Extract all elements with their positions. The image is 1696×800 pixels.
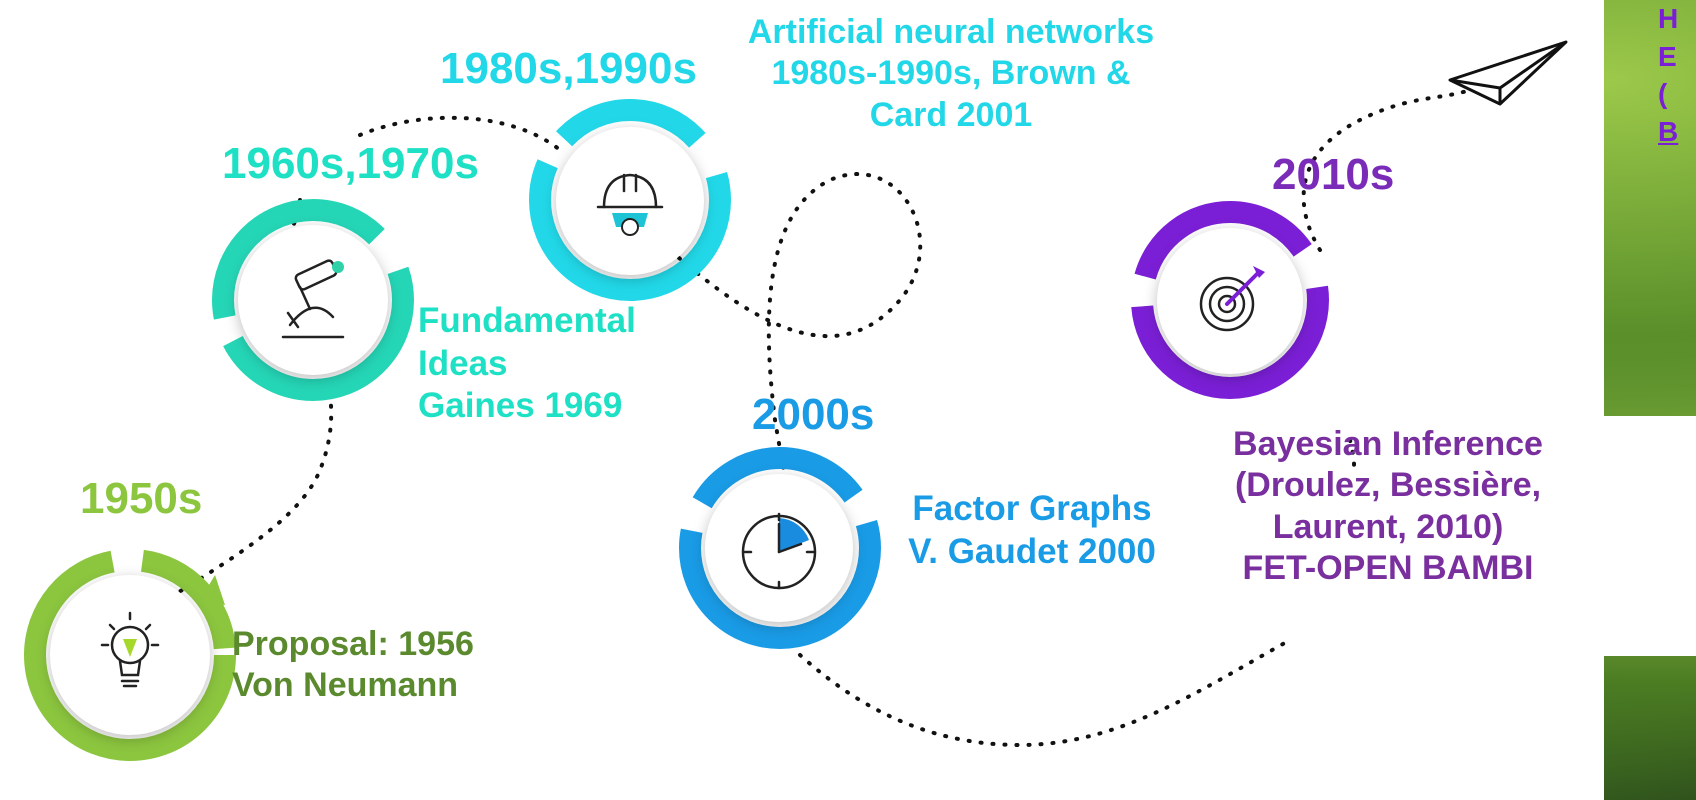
event-1960-line1: Fundamental: [418, 301, 636, 340]
event-1980-line1: Artificial neural networks: [747, 13, 1155, 51]
decade-1980s-1990s: 1980s,1990s: [440, 44, 697, 93]
decade-2000s: 2000s: [752, 390, 875, 439]
node-1950: [24, 549, 236, 761]
event-2000-text: Factor Graphs V. Gaudet 2000: [890, 488, 1174, 573]
node-1950-disc: [50, 575, 210, 735]
event-2010-line4: FET-OPEN BAMBI: [1242, 549, 1534, 588]
event-1960-line3: Gaines 1969: [418, 386, 623, 426]
hardhat-gear-icon: [596, 173, 664, 236]
event-1960-text: Fundamental Ideas Gaines 1969: [418, 300, 636, 428]
event-1950-text: Proposal: 1956 Von Neumann: [232, 624, 474, 707]
event-2010-line2: (Droulez, Bessière,: [1234, 466, 1542, 505]
partial-text-right: H E ( B: [1658, 0, 1678, 150]
event-2010-line1: Bayesian Inference: [1233, 425, 1543, 463]
microscope-icon: [281, 259, 345, 339]
node-1960-disc: [238, 225, 388, 375]
event-2010-line3: Laurent, 2010): [1272, 507, 1504, 546]
right-card: [1604, 416, 1696, 656]
event-1960-line2: Ideas: [418, 343, 508, 383]
node-1980-disc: [556, 127, 704, 275]
node-2010-disc: [1157, 228, 1303, 374]
partial-line-2: E: [1658, 40, 1677, 72]
target-arrow-icon: [1199, 266, 1265, 332]
partial-line-3: (: [1658, 78, 1668, 110]
event-1980-line2: 1980s-1990s, Brown &: [771, 54, 1131, 93]
partial-line-4: B: [1658, 115, 1679, 147]
decade-2010s: 2010s: [1272, 150, 1395, 199]
decade-1960s-1970s: 1960s,1970s: [222, 139, 479, 188]
node-2010: [1131, 201, 1329, 399]
event-2010-text: Bayesian Inference (Droulez, Bessière, L…: [1218, 424, 1558, 590]
node-2000-disc: [705, 474, 853, 622]
event-2000-line1: Factor Graphs: [912, 489, 1152, 528]
partial-line-1: H: [1658, 3, 1679, 34]
decade-1950s: 1950s: [80, 474, 203, 523]
clock-icon: [741, 512, 817, 590]
timeline-panel: [0, 0, 1604, 800]
event-1980-text: Artificial neural networks 1980s-1990s, …: [718, 12, 1184, 136]
event-1980-line3: Card 2001: [869, 95, 1033, 134]
event-2000-line2: V. Gaudet 2000: [908, 531, 1156, 571]
paper-plane-icon: [1448, 40, 1568, 106]
event-1950-line2: Von Neumann: [232, 666, 459, 705]
event-1950-line1: Proposal: 1956: [232, 625, 474, 663]
node-1960: [212, 199, 414, 401]
node-1980: [529, 99, 731, 301]
lightbulb-icon: [100, 611, 160, 688]
node-2000: [679, 447, 881, 649]
